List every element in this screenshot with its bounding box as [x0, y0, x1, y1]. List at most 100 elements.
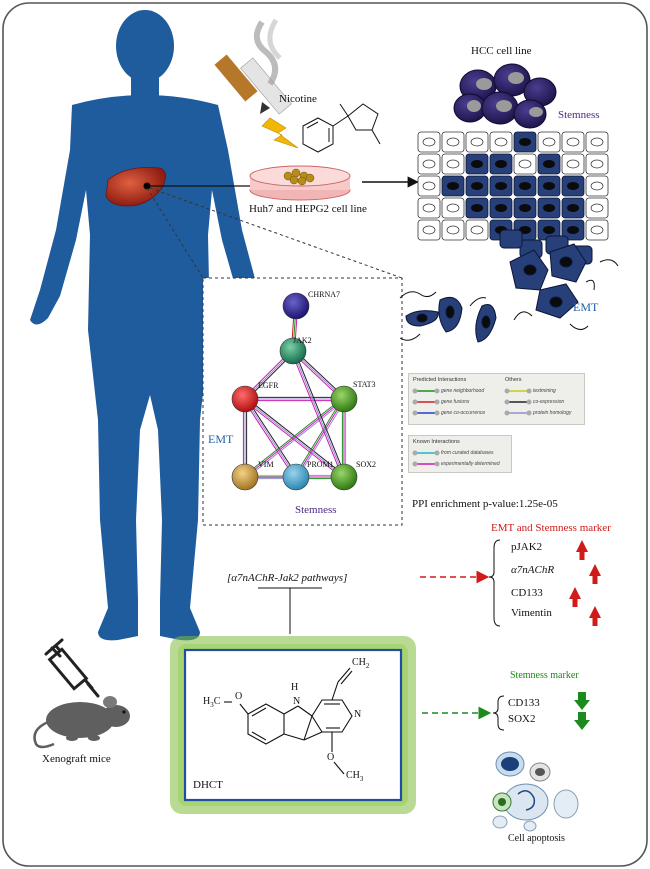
grid-cell-nucleus: [590, 225, 604, 235]
grid-cell-nucleus: [543, 226, 555, 234]
network-edge: [296, 399, 346, 479]
stem-marker-brace: [492, 695, 505, 731]
network-edge: [243, 397, 344, 477]
emt-right-label: EMT: [573, 300, 599, 314]
apoptosis-cells: [492, 751, 579, 832]
network-node-sox2: [330, 463, 358, 491]
legend-known-title: Known Interactions: [413, 439, 460, 445]
legend-predicted-2: gene fusions: [441, 399, 470, 405]
emt-left-label: EMT: [208, 432, 234, 446]
emt-marker-2: α7nAChR: [511, 564, 555, 576]
legend-known-2: experimentally determined: [441, 461, 500, 467]
grid-cell-nucleus: [495, 160, 507, 168]
network-edge: [245, 397, 298, 477]
node-label-jak2: JAK2: [293, 336, 312, 345]
legend-predicted-box: Predicted Interactions Others gene neigh…: [408, 373, 585, 425]
emt-migrating-cells: [405, 243, 587, 343]
dhct-molecule: [224, 667, 353, 775]
grid-cell-nucleus: [566, 159, 580, 169]
emt-marker-brace: [488, 539, 501, 627]
network-edge: [295, 398, 345, 478]
emt-marker-1: pJAK2: [511, 541, 543, 553]
node-label-egfr: EGFR: [258, 381, 279, 390]
stem-marker-2: SOX2: [508, 713, 536, 725]
legend-others-1: textmining: [533, 388, 556, 394]
grid-cell-nucleus: [519, 182, 531, 190]
grid-cell-nucleus: [590, 137, 604, 147]
grid-cell-nucleus: [422, 137, 436, 147]
grid-cell-nucleus: [543, 182, 555, 190]
network-edge: [291, 351, 343, 478]
grid-cell-nucleus: [590, 203, 604, 213]
nicotine-structure: [302, 103, 381, 153]
grid-cell-nucleus: [422, 181, 436, 191]
network-edge: [294, 397, 344, 477]
nicotine-label: Nicotine: [279, 93, 317, 105]
network-node-egfr: [231, 385, 259, 413]
network-edge: [243, 399, 296, 479]
pathway-label: [α7nAChR-Jak2 pathways]: [227, 572, 348, 584]
grid-cell-nucleus: [446, 137, 460, 147]
legend-known-1: from curated databases: [441, 450, 494, 456]
network-node-prom1: [282, 463, 310, 491]
network-node-stat3: [330, 385, 358, 413]
atom-h3c-o: H3C: [203, 696, 221, 709]
grid-cell-nucleus: [543, 204, 555, 212]
stemness-top-label: Stemness: [558, 109, 600, 121]
atom-o-left: O: [235, 691, 243, 702]
network-edge: [292, 350, 345, 478]
network-edge: [244, 398, 297, 478]
stem-marker-title: Stemness marker: [510, 670, 579, 681]
grid-cell-nucleus: [519, 204, 531, 212]
grid-cell-nucleus: [446, 159, 460, 169]
grid-cell-nucleus: [470, 225, 484, 235]
hcc-cell-cluster: [453, 63, 557, 129]
node-label-prom1: PROM1: [307, 460, 334, 469]
xenograft-label: Xenograft mice: [42, 753, 111, 765]
grid-cell-nucleus: [542, 137, 556, 147]
grid-cell-nucleus: [495, 182, 507, 190]
cell-filaments: [399, 259, 619, 341]
atom-n-pyridine: N: [354, 709, 362, 720]
node-label-sox2: SOX2: [356, 460, 377, 469]
legend-predicted-1: gene neighborhood: [441, 388, 485, 394]
network-node-chrna7: [282, 292, 310, 320]
grid-cell-nucleus: [567, 204, 579, 212]
network-edge: [244, 398, 345, 478]
node-label-stat3: STAT3: [353, 380, 376, 389]
network-node-vim: [231, 463, 259, 491]
apoptosis-label: Cell apoptosis: [508, 833, 565, 844]
legend-others-2: co-expression: [533, 399, 565, 405]
network-edge: [245, 399, 346, 479]
legend-known-box: Known Interactions from curated database…: [408, 435, 512, 473]
grid-cell-nucleus: [590, 181, 604, 191]
network-edge: [294, 350, 346, 477]
grid-cell-nucleus: [471, 160, 483, 168]
grid-cell: [499, 229, 523, 249]
red-up-arrows: [569, 540, 601, 626]
grid-cell-nucleus: [446, 225, 460, 235]
atom-ch2: CH2: [352, 657, 370, 670]
epithelial-cell-grid: [417, 131, 609, 265]
legend-others-title: Others: [505, 377, 522, 383]
grid-cell-nucleus: [495, 204, 507, 212]
legend-predicted-title: Predicted Interactions: [413, 377, 467, 383]
grid-cell-nucleus: [518, 159, 532, 169]
cell-line-label: Huh7 and HEPG2 cell line: [249, 203, 367, 215]
grid-cell-nucleus: [519, 138, 531, 146]
ppi-label: PPI enrichment p-value:1.25e-05: [412, 498, 558, 510]
network-node-jak2: [279, 337, 307, 365]
lightning-icon: [261, 117, 299, 149]
stemness-bottom-label: Stemness: [295, 504, 337, 516]
atom-h: H: [291, 682, 299, 693]
hcc-label: HCC cell line: [471, 45, 532, 57]
grid-cell-nucleus: [422, 225, 436, 235]
grid-cell-nucleus: [471, 204, 483, 212]
mouse-icon: [33, 696, 130, 749]
node-label-vim: VIM: [258, 460, 274, 469]
grid-cell-nucleus: [470, 137, 484, 147]
grid-cell-nucleus: [590, 159, 604, 169]
atom-n-pyrrole: N: [293, 696, 301, 707]
petri-dish-icon: [249, 165, 351, 201]
